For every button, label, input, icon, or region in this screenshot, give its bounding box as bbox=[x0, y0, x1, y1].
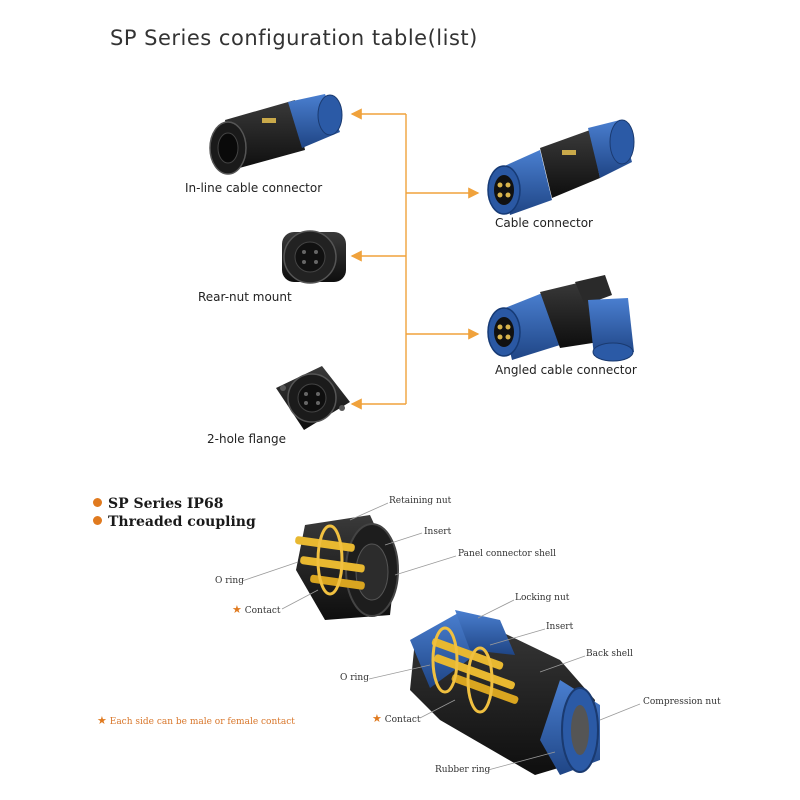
inline-connector-label: In-line cable connector bbox=[185, 181, 323, 195]
contact-bottom-label: ★ Contact bbox=[372, 712, 421, 725]
insert-top-label: Insert bbox=[424, 527, 452, 537]
bullet-dot-icon bbox=[93, 516, 102, 525]
rubber-ring-label: Rubber ring bbox=[435, 765, 491, 775]
panel-connector-exploded-image bbox=[295, 515, 399, 620]
cable-connector-image bbox=[487, 119, 635, 215]
rear-nut-mount-image bbox=[282, 230, 346, 284]
star-icon: ★ bbox=[97, 714, 107, 727]
angled-connector-image bbox=[487, 275, 634, 362]
retaining-nut-label: Retaining nut bbox=[389, 496, 452, 506]
panel-shell-label: Panel connector shell bbox=[458, 549, 556, 559]
contact-top-label: ★ Contact bbox=[232, 603, 281, 616]
rear-nut-mount-label: Rear-nut mount bbox=[198, 290, 292, 304]
locking-nut-label: Locking nut bbox=[515, 593, 570, 603]
o-ring-top-label: O ring bbox=[215, 576, 244, 586]
inline-connector-image bbox=[209, 94, 343, 175]
star-icon: ★ bbox=[372, 712, 382, 725]
back-shell-label: Back shell bbox=[586, 649, 633, 659]
two-hole-flange-label: 2-hole flange bbox=[207, 432, 286, 446]
bullet-dot-icon bbox=[93, 498, 102, 507]
page-title: SP Series configuration table(list) bbox=[110, 26, 478, 50]
feature-threaded-coupling: Threaded coupling bbox=[93, 514, 256, 530]
cable-connector-exploded-image bbox=[410, 610, 600, 775]
compression-nut-label: Compression nut bbox=[643, 697, 721, 707]
star-icon: ★ bbox=[232, 603, 242, 616]
o-ring-bottom-label: O ring bbox=[340, 673, 369, 683]
leader-lines bbox=[241, 502, 641, 771]
cable-connector-label: Cable connector bbox=[495, 216, 593, 230]
angled-connector-label: Angled cable connector bbox=[495, 363, 637, 377]
two-hole-flange-image bbox=[276, 366, 350, 430]
config-arrows bbox=[350, 108, 480, 410]
insert-bottom-label: Insert bbox=[546, 622, 574, 632]
male-female-note: ★ Each side can be male or female contac… bbox=[97, 714, 295, 727]
feature-ip68: SP Series IP68 bbox=[93, 496, 223, 512]
